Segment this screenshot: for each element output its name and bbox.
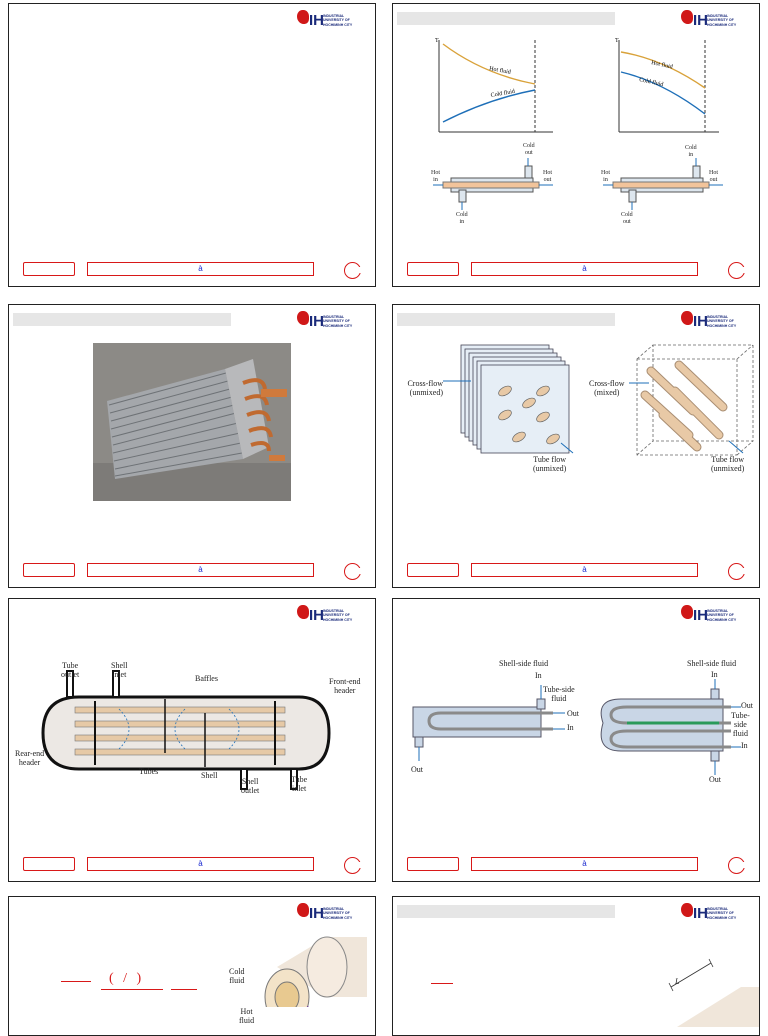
label-cold-out-right: Cold out bbox=[621, 212, 633, 225]
footer-box-left bbox=[23, 262, 75, 276]
tube-length-diagram bbox=[668, 958, 759, 1027]
page-number-circle bbox=[344, 857, 363, 874]
svg-text:Hot fluid: Hot fluid bbox=[651, 59, 674, 70]
label-left-in: In bbox=[535, 671, 542, 680]
footer-box-left bbox=[407, 262, 459, 276]
label-right-out-bottom: Out bbox=[709, 775, 721, 784]
label-hot-out: Hot out bbox=[543, 170, 552, 183]
label-left-out-right: Out bbox=[567, 709, 579, 718]
page-number-circle bbox=[344, 262, 363, 279]
formula-line bbox=[61, 981, 91, 982]
label-hot-in-right: Hot in bbox=[601, 170, 610, 183]
formula-line-right bbox=[171, 989, 197, 990]
footer-box-center: à bbox=[87, 262, 314, 276]
footer-box-left bbox=[23, 563, 75, 577]
label-hot-in: Hot in bbox=[431, 170, 440, 183]
label-cold-out: Cold out bbox=[523, 143, 535, 156]
slide-title-bar bbox=[13, 313, 231, 326]
label-tube-outlet: Tube outlet bbox=[61, 661, 80, 679]
svg-text:Cold fluid: Cold fluid bbox=[490, 88, 515, 99]
label-tube-flow-unmixed: Tube flow (unmixed) bbox=[533, 455, 567, 473]
label-cross-flow-mixed: Cross-flow (mixed) bbox=[589, 379, 625, 397]
label-cold-in: Cold in bbox=[456, 212, 468, 225]
page-number-circle bbox=[728, 857, 747, 874]
shell-pass-diagrams bbox=[412, 679, 741, 775]
footer-box-center: à bbox=[471, 563, 698, 577]
label-cross-flow-unmixed: Cross-flow (unmixed) bbox=[407, 379, 443, 397]
temperature-profile-diagrams: T Hot fluid Cold fluid T Hot fluid Cold … bbox=[433, 38, 723, 210]
label-right-out-right: Out bbox=[741, 701, 753, 710]
finned-tube-heat-exchanger-photo bbox=[93, 343, 291, 501]
svg-text:Hot fluid: Hot fluid bbox=[489, 65, 512, 76]
label-left-out-bottom: Out bbox=[411, 765, 423, 774]
footer-box-center: à bbox=[87, 563, 314, 577]
label-shell: Shell bbox=[201, 771, 218, 780]
label-tube-inlet: Tube inlet bbox=[291, 775, 308, 793]
label-baffles: Baffles bbox=[195, 674, 218, 683]
page-number-circle bbox=[728, 563, 747, 580]
footer-box-left bbox=[407, 563, 459, 577]
label-left-in-right: In bbox=[567, 723, 574, 732]
formula-text: ( / ) bbox=[109, 971, 145, 986]
label-shell-outlet: Shell outlet bbox=[241, 777, 260, 795]
label-right-in: In bbox=[711, 670, 718, 679]
label-hot-out-right: Hot out bbox=[709, 170, 718, 183]
cross-flow-diagrams bbox=[443, 344, 754, 456]
label-tube-flow-unmixed-right: Tube flow (unmixed) bbox=[711, 455, 745, 473]
label-cold-fluid: Cold fluid bbox=[229, 967, 245, 985]
svg-text:T: T bbox=[435, 38, 439, 44]
footer-box-center: à bbox=[471, 262, 698, 276]
page-number-circle bbox=[728, 262, 747, 279]
label-rear-end-header: Rear-end header bbox=[15, 749, 45, 767]
footer-box-center: à bbox=[87, 857, 314, 871]
slide-title-bar bbox=[397, 12, 615, 25]
label-right-in-right: In bbox=[741, 741, 748, 750]
footer-box-left bbox=[23, 857, 75, 871]
page-number-circle bbox=[344, 563, 363, 580]
label-right-tube-side-fluid: Tube- side fluid bbox=[731, 711, 750, 738]
concentric-tube-diagram bbox=[264, 936, 367, 1007]
svg-text:T: T bbox=[615, 38, 619, 44]
label-length: L bbox=[675, 977, 680, 986]
slide-title-bar bbox=[397, 313, 615, 326]
label-front-end-header: Front-end header bbox=[329, 677, 361, 695]
label-shell-inlet: Shell inlet bbox=[111, 661, 128, 679]
label-tubes: Tubes bbox=[139, 767, 159, 776]
svg-text:Cold fluid: Cold fluid bbox=[639, 76, 664, 88]
footer-box-left bbox=[407, 857, 459, 871]
label-right-shell-side-fluid: Shell-side fluid bbox=[687, 659, 737, 668]
label-left-shell-side-fluid: Shell-side fluid bbox=[499, 659, 549, 668]
label-left-tube-side-fluid: Tube-side fluid bbox=[543, 685, 575, 703]
label-hot-fluid: Hot fluid bbox=[239, 1007, 255, 1025]
footer-box-center: à bbox=[471, 857, 698, 871]
label-cold-in-right: Cold in bbox=[685, 145, 697, 158]
formula-line bbox=[431, 983, 453, 984]
formula-underline bbox=[101, 989, 163, 990]
slide-title-bar bbox=[397, 905, 615, 918]
shell-and-tube-diagram bbox=[41, 670, 331, 790]
